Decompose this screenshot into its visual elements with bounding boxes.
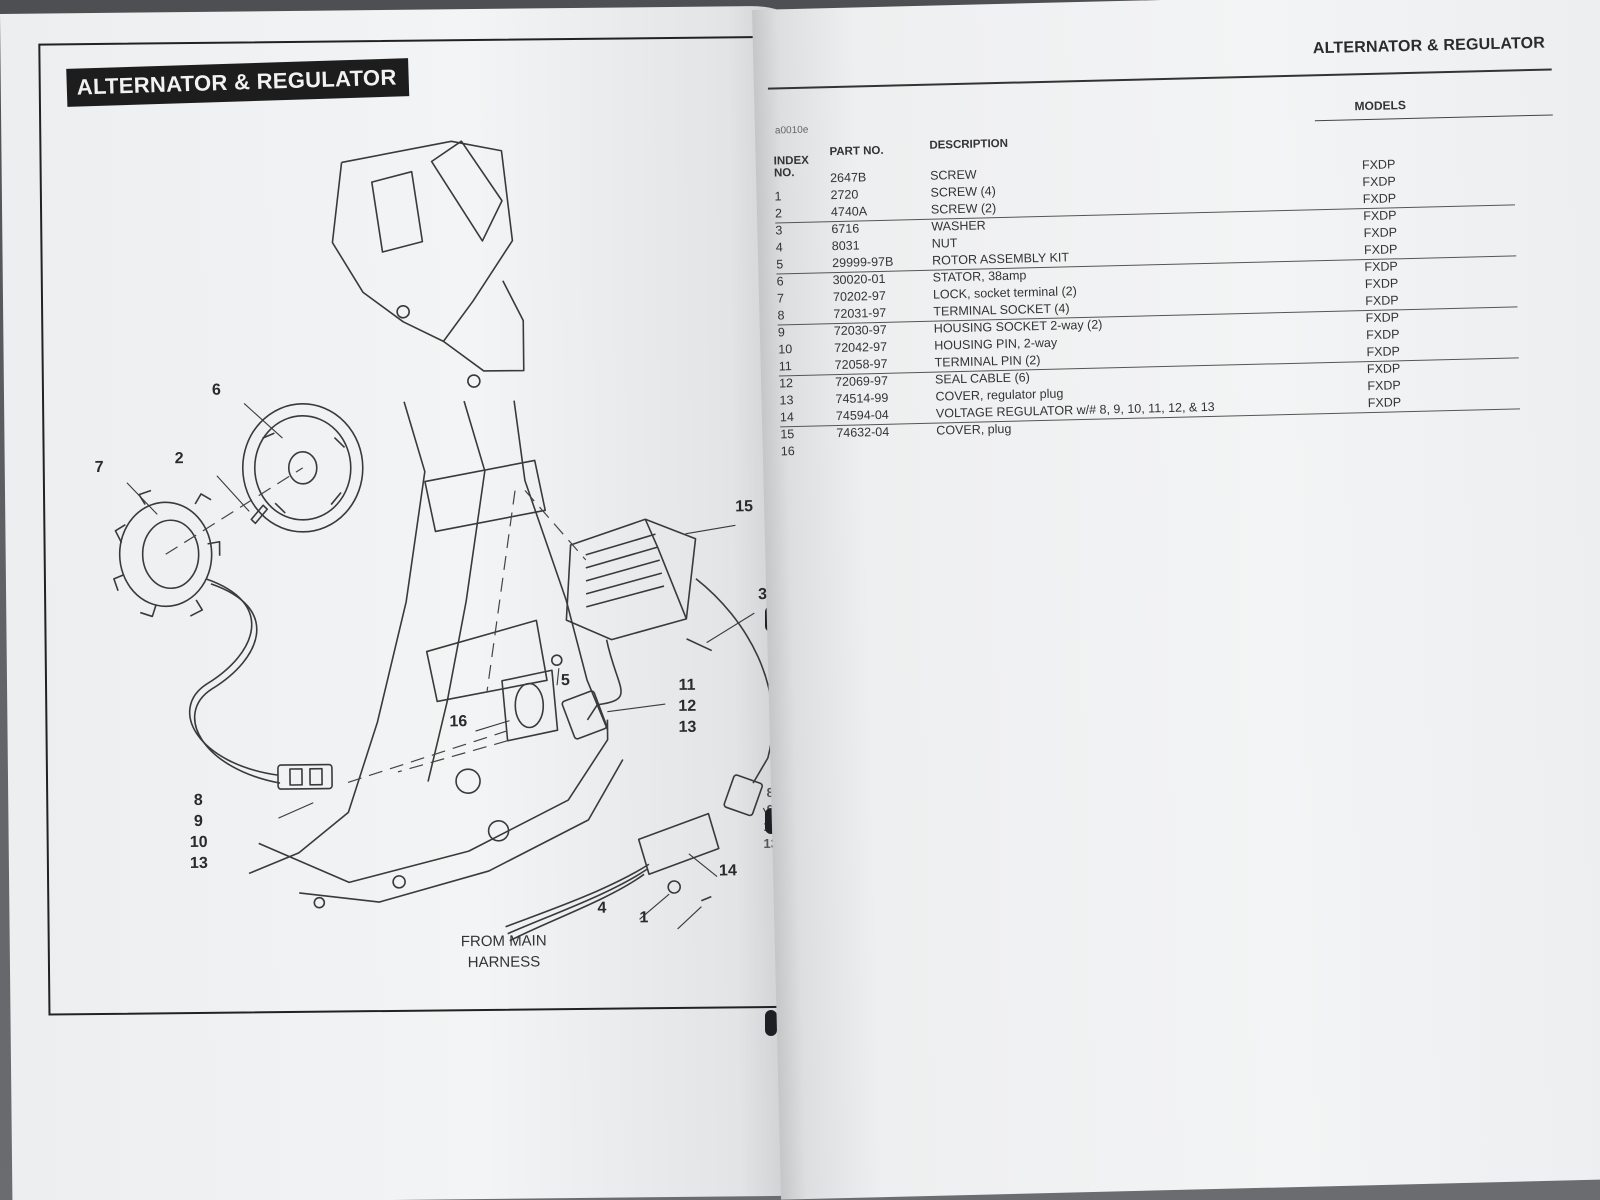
model-cell: FXDP xyxy=(1365,293,1399,309)
frame-crossmember xyxy=(424,459,547,533)
page-title-right: ALTERNATOR & REGULATOR xyxy=(1312,34,1546,58)
index-cell: 14 xyxy=(779,410,795,425)
stator-cable xyxy=(188,578,279,776)
frame-upper-box xyxy=(331,162,444,343)
frame-head xyxy=(430,140,503,242)
model-cell: FXDP xyxy=(1362,174,1396,190)
index-cell: 5 xyxy=(776,257,784,272)
washer-part-4 xyxy=(667,880,681,894)
model-cell: FXDP xyxy=(1364,276,1399,292)
screw-part-3 xyxy=(686,638,713,652)
callout-16: 16 xyxy=(449,713,468,731)
models-rule xyxy=(1314,114,1553,122)
screw-part-2 xyxy=(250,504,269,525)
callout-2: 2 xyxy=(174,450,184,468)
part-no-cell: 4740A xyxy=(830,204,868,220)
harness-label: FROM MAIN HARNESS xyxy=(460,932,547,972)
leader-lines xyxy=(126,403,780,930)
model-cell: FXDP xyxy=(1362,191,1397,207)
frame-mount-plate xyxy=(425,619,548,703)
callout-5: 5 xyxy=(560,672,571,690)
part-header: PART NO. xyxy=(829,144,884,159)
frame-lower-rail-2 xyxy=(299,759,624,903)
index-cell: 11 xyxy=(778,359,792,374)
callout-12: 12 xyxy=(678,697,697,715)
model-cell: FXDP xyxy=(1364,259,1398,275)
description-header: DESCRIPTION xyxy=(929,137,1009,152)
index-cell: 13 xyxy=(779,393,794,408)
callout-7: 7 xyxy=(94,458,104,477)
callout-6: 6 xyxy=(211,381,221,399)
model-cell: FXDP xyxy=(1365,310,1400,326)
index-cell: 4 xyxy=(775,240,783,255)
callout-4: 4 xyxy=(597,899,607,917)
index-cell: 10 xyxy=(778,342,793,357)
nut-part-5 xyxy=(550,654,563,667)
diagram-frame: ALTERNATOR & REGULATOR xyxy=(38,35,791,1016)
callout-11: 11 xyxy=(678,676,696,694)
index-cell: 8 xyxy=(777,308,785,323)
index-cell: 16 xyxy=(780,444,795,459)
model-cell: FXDP xyxy=(1366,361,1401,377)
model-cell: FXDP xyxy=(1367,378,1401,394)
part-no-cell: 29999-97B xyxy=(832,254,894,271)
callout-9: 9 xyxy=(193,812,204,831)
header-rule xyxy=(767,68,1552,90)
screw-part-1 xyxy=(701,895,712,902)
callout-8: 8 xyxy=(193,791,203,810)
figure-id: a0010e xyxy=(774,124,809,137)
index-cell: 12 xyxy=(778,376,794,391)
index-cell: 2 xyxy=(774,206,783,221)
regulator-plug-part-14 xyxy=(505,812,720,942)
assembly-lines xyxy=(165,467,587,783)
model-cell: FXDP xyxy=(1366,344,1401,360)
index-cell: 15 xyxy=(780,427,795,442)
callout-group-8-9-10-13: 8 9 10 13 xyxy=(186,790,211,874)
callout-group-11-12-13: 11 12 13 xyxy=(675,675,700,738)
frame-neck xyxy=(370,170,424,253)
model-cell: FXDP xyxy=(1365,327,1400,343)
index-cell: 1 xyxy=(774,189,782,204)
regulator-cable-right xyxy=(695,578,774,784)
regulator-connector-left xyxy=(561,690,608,740)
index-cell: 3 xyxy=(775,223,783,238)
right-page: ALTERNATOR & REGULATOR a0010e MODELS IND… xyxy=(752,0,1600,1200)
stator-connector xyxy=(277,763,333,790)
rotor-part-6 xyxy=(241,403,364,533)
frame-lower-rail xyxy=(258,719,609,884)
regulator-cable-left xyxy=(586,639,622,721)
model-cell: FXDP xyxy=(1367,395,1402,411)
models-header: MODELS xyxy=(1354,98,1407,114)
callout-13b: 13 xyxy=(189,854,208,873)
callout-14: 14 xyxy=(718,862,737,880)
stator-part-7 xyxy=(113,489,221,618)
model-cell: FXDP xyxy=(1363,208,1397,224)
index-cell: 6 xyxy=(776,274,784,289)
model-cell: FXDP xyxy=(1363,225,1398,241)
callout-10: 10 xyxy=(189,833,208,852)
model-cell: FXDP xyxy=(1363,242,1398,258)
exploded-diagram xyxy=(113,140,780,942)
callout-13: 13 xyxy=(678,718,697,736)
callout-1: 1 xyxy=(639,909,649,927)
housing-part-16 xyxy=(501,669,559,742)
callout-15: 15 xyxy=(735,498,754,516)
frame-backbone xyxy=(341,140,525,372)
frame-downtube-right xyxy=(427,400,486,782)
regulator-connector-right xyxy=(723,774,763,817)
model-cell: FXDP xyxy=(1361,157,1396,173)
frame-rear-tube xyxy=(513,400,609,730)
index-cell xyxy=(774,171,814,172)
index-cell: 9 xyxy=(777,325,786,340)
index-cell: 7 xyxy=(776,291,785,306)
frame-downtube-left xyxy=(248,401,426,875)
voltage-regulator-part-15 xyxy=(565,518,697,641)
left-page: ALTERNATOR & REGULATOR xyxy=(0,5,803,1200)
